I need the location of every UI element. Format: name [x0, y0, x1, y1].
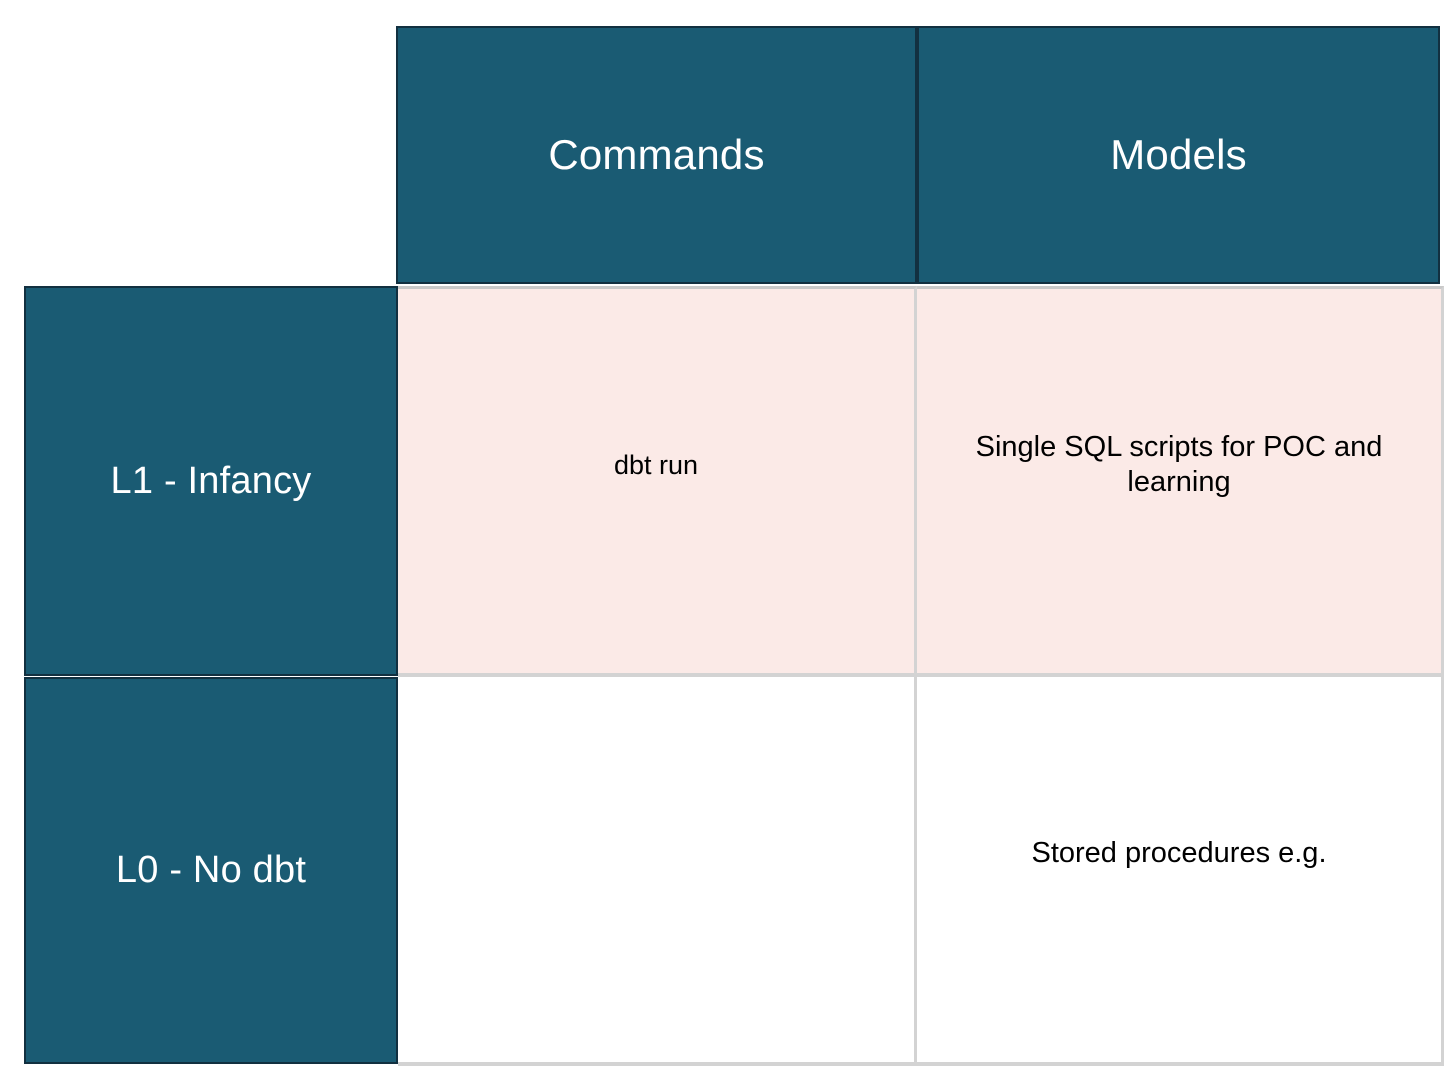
cell-l1-commands: dbt run	[398, 286, 917, 677]
cell-l1-models: Single SQL scripts for POC and learning	[917, 286, 1444, 677]
cell-l1-commands-text: dbt run	[613, 449, 699, 480]
matrix-corner-cell	[0, 0, 396, 286]
row-header-l0-no-dbt: L0 - No dbt	[24, 677, 398, 1064]
column-header-commands-label: Commands	[548, 131, 765, 179]
row-header-l1-label: L1 - Infancy	[110, 459, 312, 502]
column-header-models-label: Models	[1110, 131, 1247, 179]
cell-l0-models: Stored procedures e.g.	[917, 677, 1444, 1066]
column-header-models: Models	[917, 26, 1440, 284]
column-header-commands: Commands	[396, 26, 917, 284]
row-header-l0-label: L0 - No dbt	[115, 849, 307, 892]
cell-l1-models-text: Single SQL scripts for POC and learning	[975, 430, 1383, 498]
cell-l0-models-text: Stored procedures e.g.	[1031, 836, 1327, 869]
row-header-l1-infancy: L1 - Infancy	[24, 286, 398, 676]
cell-l0-commands	[398, 677, 917, 1066]
